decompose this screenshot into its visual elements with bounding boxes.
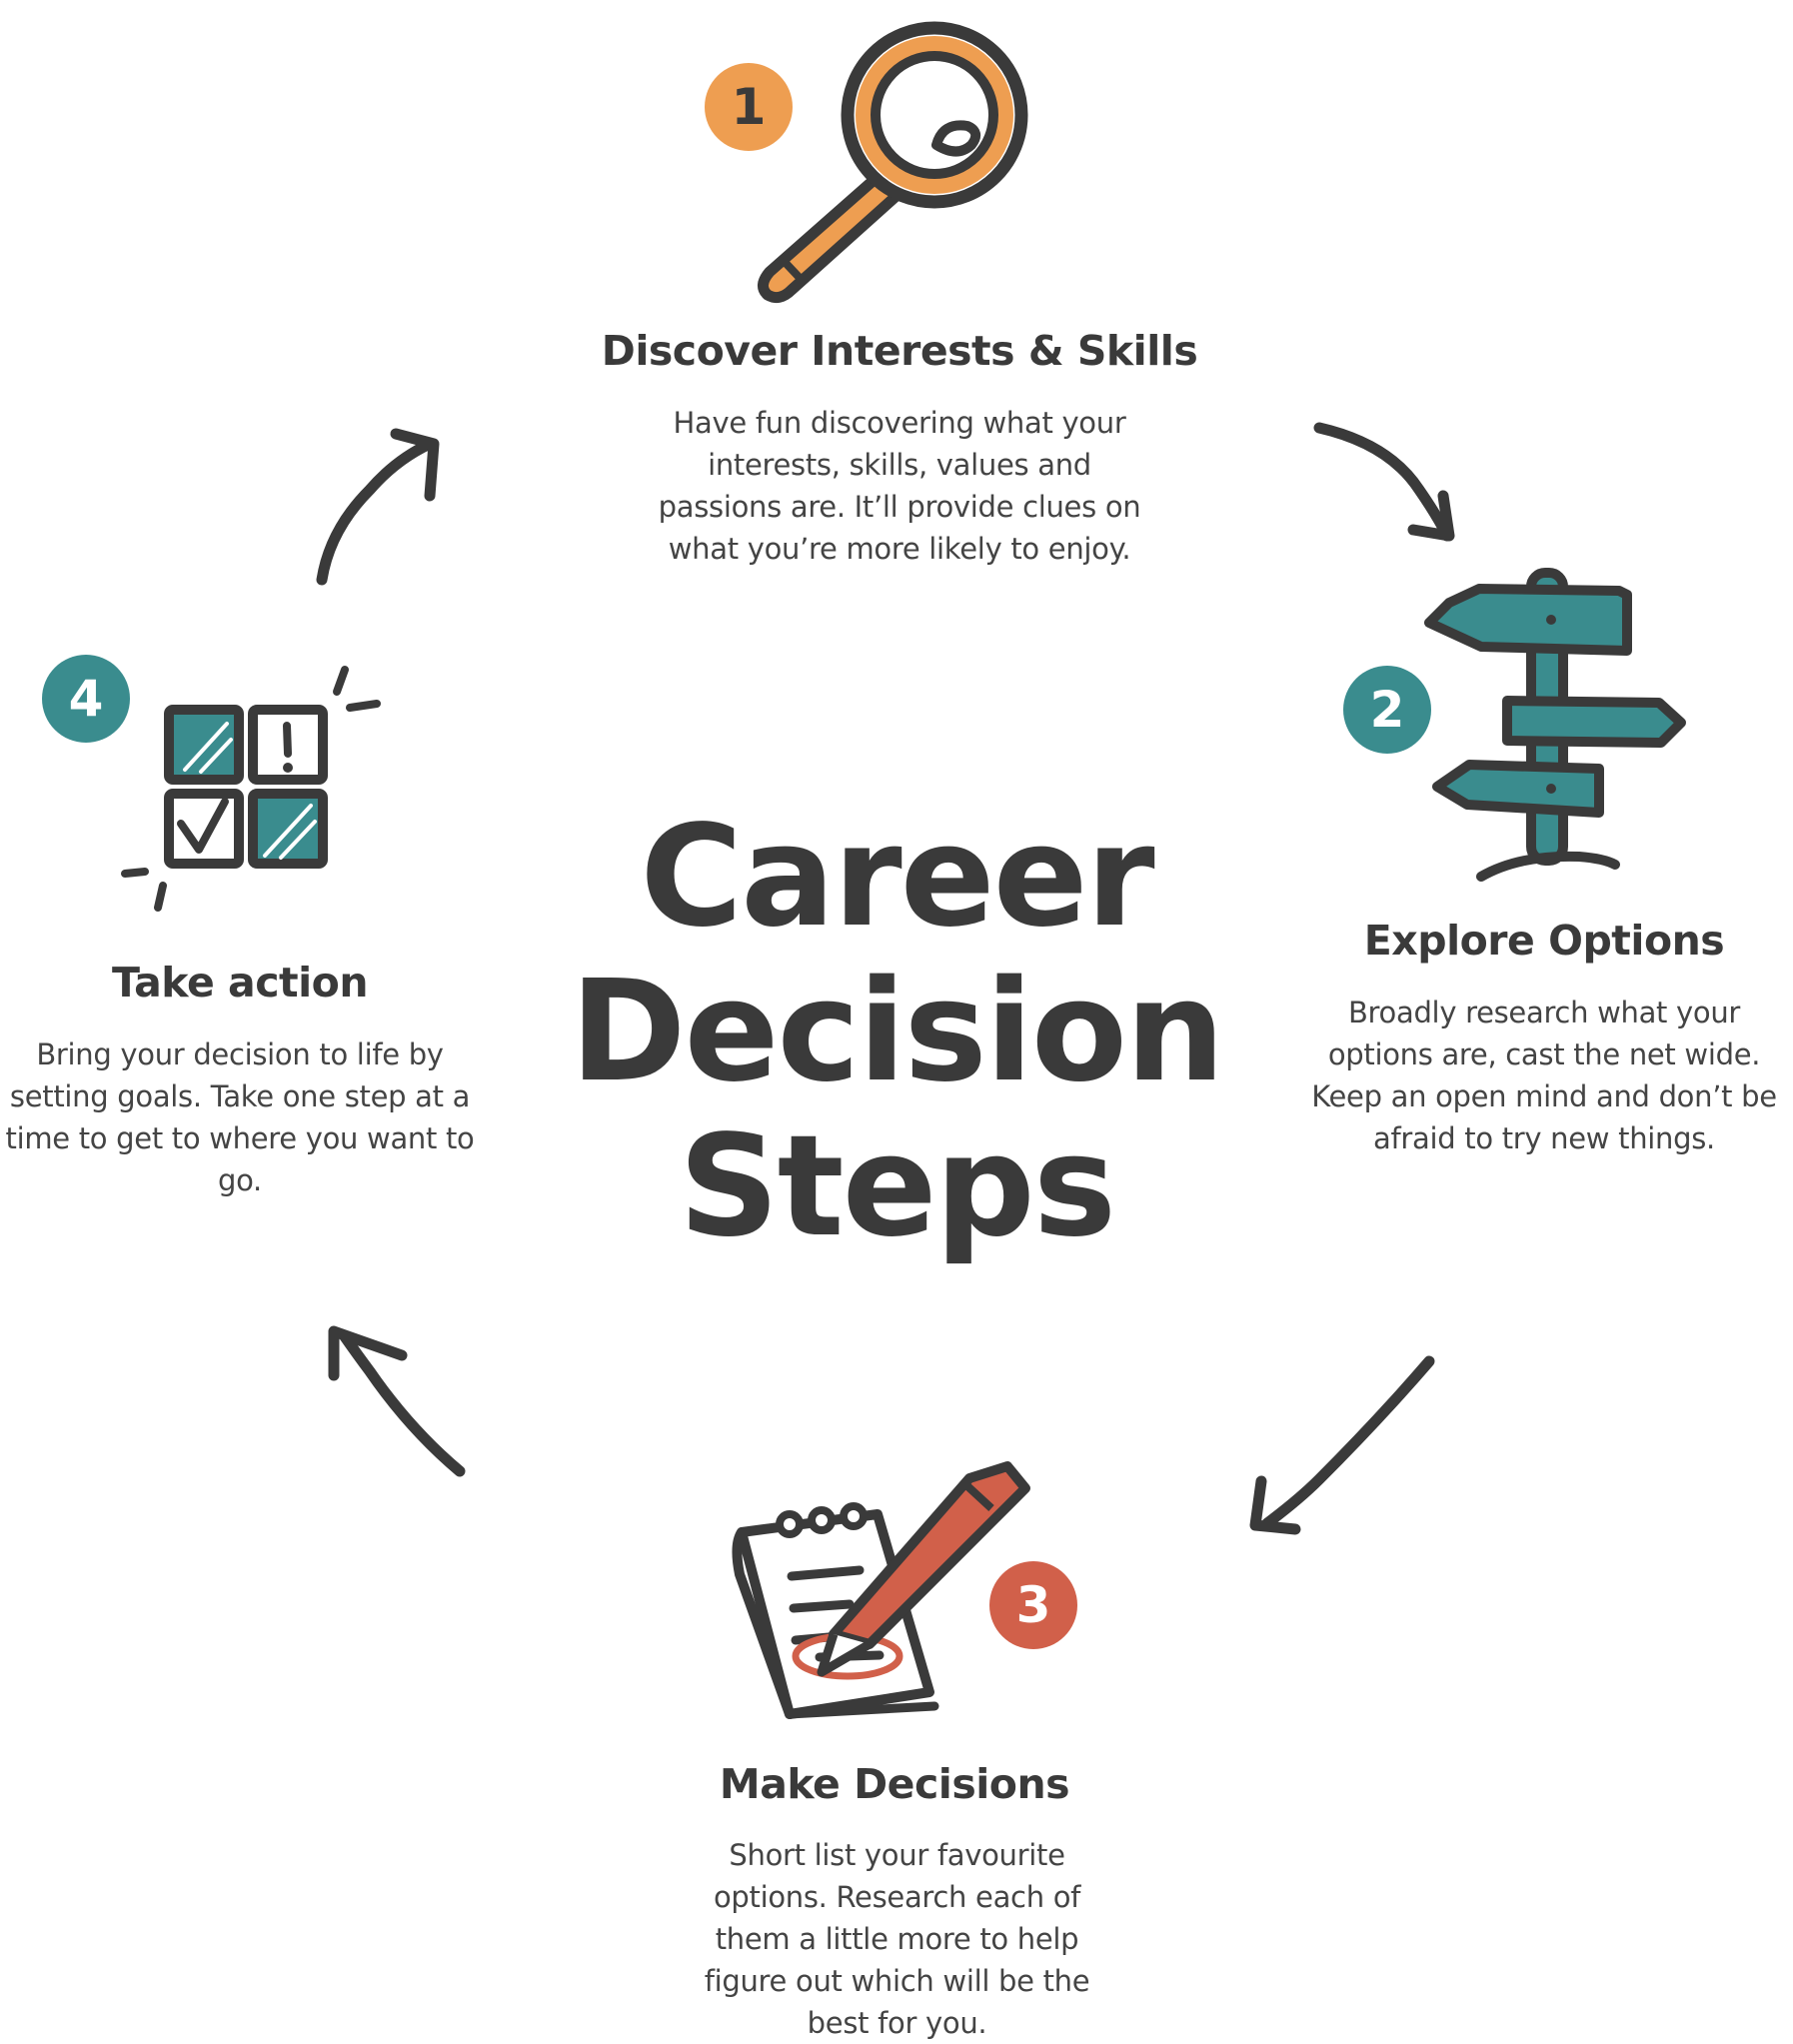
step-4-badge: 4: [42, 655, 130, 743]
title-line-3: Steps: [678, 1105, 1116, 1268]
arrow-step4-to-step1: [316, 428, 440, 586]
step-1-description: Have fun discovering what your interests…: [658, 406, 1141, 566]
step-4-title: Take action: [111, 959, 369, 1007]
arrow-step2-to-step3: [1249, 1355, 1435, 1535]
title-line-2: Decision: [570, 951, 1224, 1113]
signpost-icon: [1424, 568, 1686, 882]
arrow-step1-to-step2: [1313, 422, 1455, 542]
step-2-title: Explore Options: [1363, 917, 1725, 965]
title-line-1: Career: [640, 796, 1154, 959]
diagram-title: Career Decision Steps: [497, 800, 1296, 1264]
step-2-description: Broadly research what your options are, …: [1311, 996, 1777, 1155]
step-3-badge: 3: [989, 1561, 1077, 1649]
notepad-pencil-icon: [732, 1461, 1030, 1719]
step-1-title: Discover Interests & Skills: [601, 327, 1198, 375]
step-2-badge: 2: [1343, 666, 1431, 754]
step-1-badge: 1: [705, 63, 793, 151]
step-3-description: Short list your favourite options. Resea…: [704, 1838, 1090, 2040]
step-3-title: Make Decisions: [719, 1760, 1070, 1808]
checklist-grid-icon: [121, 666, 381, 912]
arrow-step3-to-step4: [328, 1325, 466, 1477]
magnifying-glass-icon: [758, 21, 1028, 304]
step-4-description: Bring your decision to life by setting g…: [5, 1037, 475, 1197]
